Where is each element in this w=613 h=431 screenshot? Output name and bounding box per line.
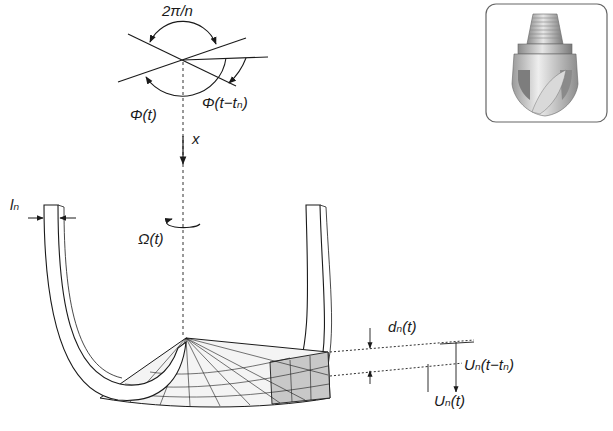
symbol-label: x bbox=[190, 130, 202, 148]
symbol-label: Uₙ(t) bbox=[432, 392, 467, 410]
symbol-label: dₙ(t) bbox=[386, 318, 418, 336]
blade-edge bbox=[58, 205, 122, 378]
symbol-label: lₙ bbox=[8, 196, 21, 214]
symbol-label: Uₙ(t−tₙ) bbox=[462, 356, 516, 374]
blade bbox=[44, 205, 186, 400]
drill-bit-inset bbox=[486, 4, 607, 122]
angle-lines bbox=[118, 21, 268, 96]
symbol-label: Φ(t) bbox=[128, 106, 159, 124]
symbol-label: Φ(t−tₙ) bbox=[200, 94, 250, 112]
dimension-lines bbox=[330, 328, 474, 392]
symbol-label: Ω(t) bbox=[136, 230, 166, 248]
thickness-arrow bbox=[28, 218, 43, 219]
rotation-arrow bbox=[167, 219, 200, 228]
symbol-label: 2π/n bbox=[160, 2, 195, 20]
axis-arrow bbox=[182, 136, 183, 164]
thickness-arrow bbox=[60, 218, 76, 219]
rotation-axis bbox=[183, 62, 184, 338]
